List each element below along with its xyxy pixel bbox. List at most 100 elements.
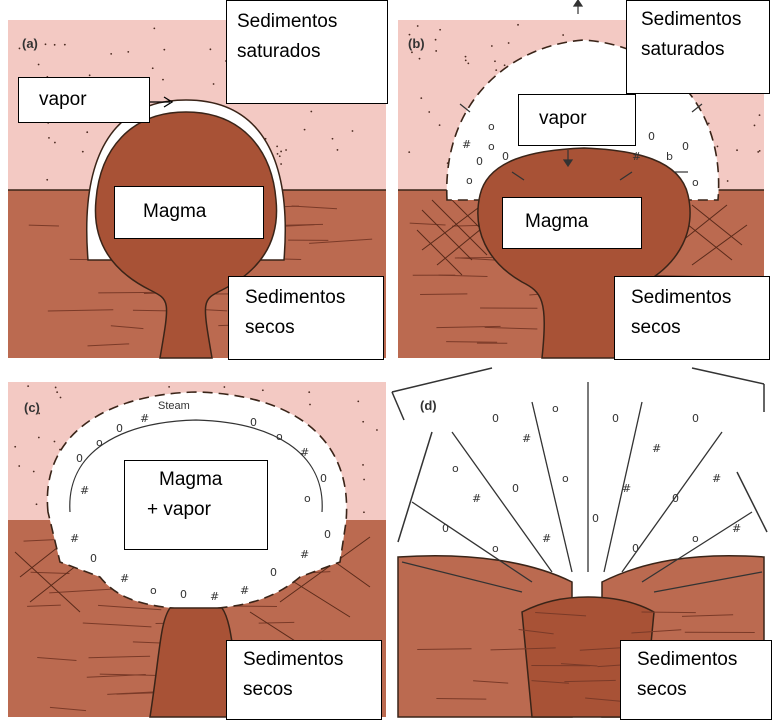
- panel-b: #0o 00b 0#0 ooo (b) Sedimentos saturados…: [392, 0, 773, 360]
- sediment-dot: [33, 471, 35, 473]
- strata-line: [98, 292, 157, 293]
- svg-text:#: #: [732, 522, 741, 535]
- svg-text:#: #: [140, 412, 149, 425]
- svg-text:o: o: [562, 472, 569, 485]
- vapor-label-text: vapor: [39, 85, 129, 115]
- sediment-dot: [54, 142, 56, 144]
- sediment-dot: [363, 479, 365, 481]
- svg-text:#: #: [240, 584, 249, 597]
- panel-a-bottom-label: Sedimentos secos: [228, 276, 384, 360]
- svg-text:0: 0: [692, 412, 699, 425]
- panel-b-top-label: Sedimentos saturados: [626, 0, 770, 94]
- sediment-dot: [18, 465, 20, 467]
- sediment-dot: [86, 131, 88, 133]
- sediment-dot: [36, 503, 38, 505]
- top-label-line-2: saturados: [237, 37, 377, 67]
- sediment-dot: [309, 404, 311, 406]
- top-label-line-1: Sedimentos: [237, 7, 377, 37]
- svg-text:0: 0: [632, 542, 639, 555]
- svg-text:0: 0: [90, 552, 97, 565]
- sediment-dot: [504, 64, 506, 66]
- sediment-dot: [153, 27, 155, 29]
- svg-text:0: 0: [76, 452, 83, 465]
- sediment-dot: [277, 153, 279, 155]
- sediment-dot: [376, 429, 378, 431]
- sediment-dot: [435, 50, 437, 52]
- sediment-dot: [411, 51, 413, 53]
- sediment-dot: [439, 29, 441, 31]
- top-label-line-1: Sedimentos: [641, 5, 755, 35]
- svg-text:o: o: [304, 492, 311, 505]
- sediment-dot: [727, 180, 729, 182]
- steam-label: Steam: [158, 400, 190, 412]
- svg-text:o: o: [452, 462, 459, 475]
- breccia-fragments: 0#o0 #0o# 0o#0 #0o# 0o#0: [442, 402, 741, 555]
- sediment-dot: [163, 49, 165, 51]
- sediment-dot: [428, 111, 430, 113]
- svg-text:0: 0: [592, 512, 599, 525]
- sediment-dot: [759, 114, 761, 116]
- sediment-dot: [332, 138, 334, 140]
- sediment-dot: [757, 151, 759, 153]
- bottom-label-line-2: secos: [637, 675, 755, 705]
- svg-text:0: 0: [442, 522, 449, 535]
- sediment-dot: [82, 151, 84, 153]
- panel-b-vapor-label: vapor: [518, 94, 636, 146]
- svg-text:o: o: [488, 140, 495, 153]
- strata-line: [436, 699, 486, 700]
- sediment-dot: [46, 179, 48, 181]
- sediment-dot: [56, 391, 58, 393]
- strata-line: [642, 612, 696, 613]
- sediment-dot: [308, 391, 310, 393]
- svg-text:#: #: [542, 532, 551, 545]
- magma-label-text: Magma: [143, 197, 235, 227]
- svg-text:#: #: [80, 484, 89, 497]
- svg-text:#: #: [652, 442, 661, 455]
- strata-line: [420, 294, 467, 295]
- svg-text:#: #: [462, 138, 471, 151]
- svg-text:0: 0: [502, 150, 509, 163]
- sediment-dot: [759, 150, 761, 152]
- panel-b-magma-label: Magma: [502, 197, 642, 249]
- sediment-dot: [89, 74, 91, 76]
- sediment-dot: [517, 24, 519, 26]
- sediment-dot: [38, 437, 40, 439]
- svg-text:o: o: [466, 174, 473, 187]
- svg-text:0: 0: [682, 140, 689, 153]
- svg-text:0: 0: [116, 422, 123, 435]
- svg-text:0: 0: [476, 155, 483, 168]
- sediment-dot: [54, 441, 56, 443]
- svg-text:#: #: [300, 548, 309, 561]
- panel-a-letter: (a): [22, 36, 38, 51]
- sediment-dot: [491, 45, 493, 47]
- svg-text:o: o: [488, 120, 495, 133]
- sediment-dot: [495, 69, 497, 71]
- magma-label-text: Magma: [525, 207, 619, 237]
- sediment-dot: [280, 151, 282, 153]
- sediment-dot: [223, 386, 225, 388]
- sediment-dot: [152, 67, 154, 69]
- sediment-dot: [54, 44, 56, 46]
- sediment-dot: [110, 53, 112, 55]
- strata-line: [446, 342, 497, 343]
- sediment-dot: [562, 34, 564, 36]
- ejecta-boundary: [392, 368, 767, 542]
- sediment-dot: [337, 149, 339, 151]
- svg-text:#: #: [210, 590, 219, 603]
- bottom-label-line-2: secos: [243, 675, 365, 705]
- svg-text:0: 0: [320, 472, 327, 485]
- sediment-dot: [64, 44, 66, 46]
- svg-text:0: 0: [324, 528, 331, 541]
- bottom-label-line-1: Sedimentos: [631, 283, 753, 313]
- sediment-dot: [408, 151, 410, 153]
- sediment-dot: [435, 39, 437, 41]
- svg-text:o: o: [692, 176, 699, 189]
- sediment-dot: [362, 421, 364, 423]
- sediment-dot: [754, 125, 756, 127]
- svg-text:o: o: [96, 436, 103, 449]
- svg-text:#: #: [712, 472, 721, 485]
- svg-text:0: 0: [270, 566, 277, 579]
- panel-d-bottom-label: Sedimentos secos: [620, 640, 772, 720]
- svg-text:o: o: [692, 532, 699, 545]
